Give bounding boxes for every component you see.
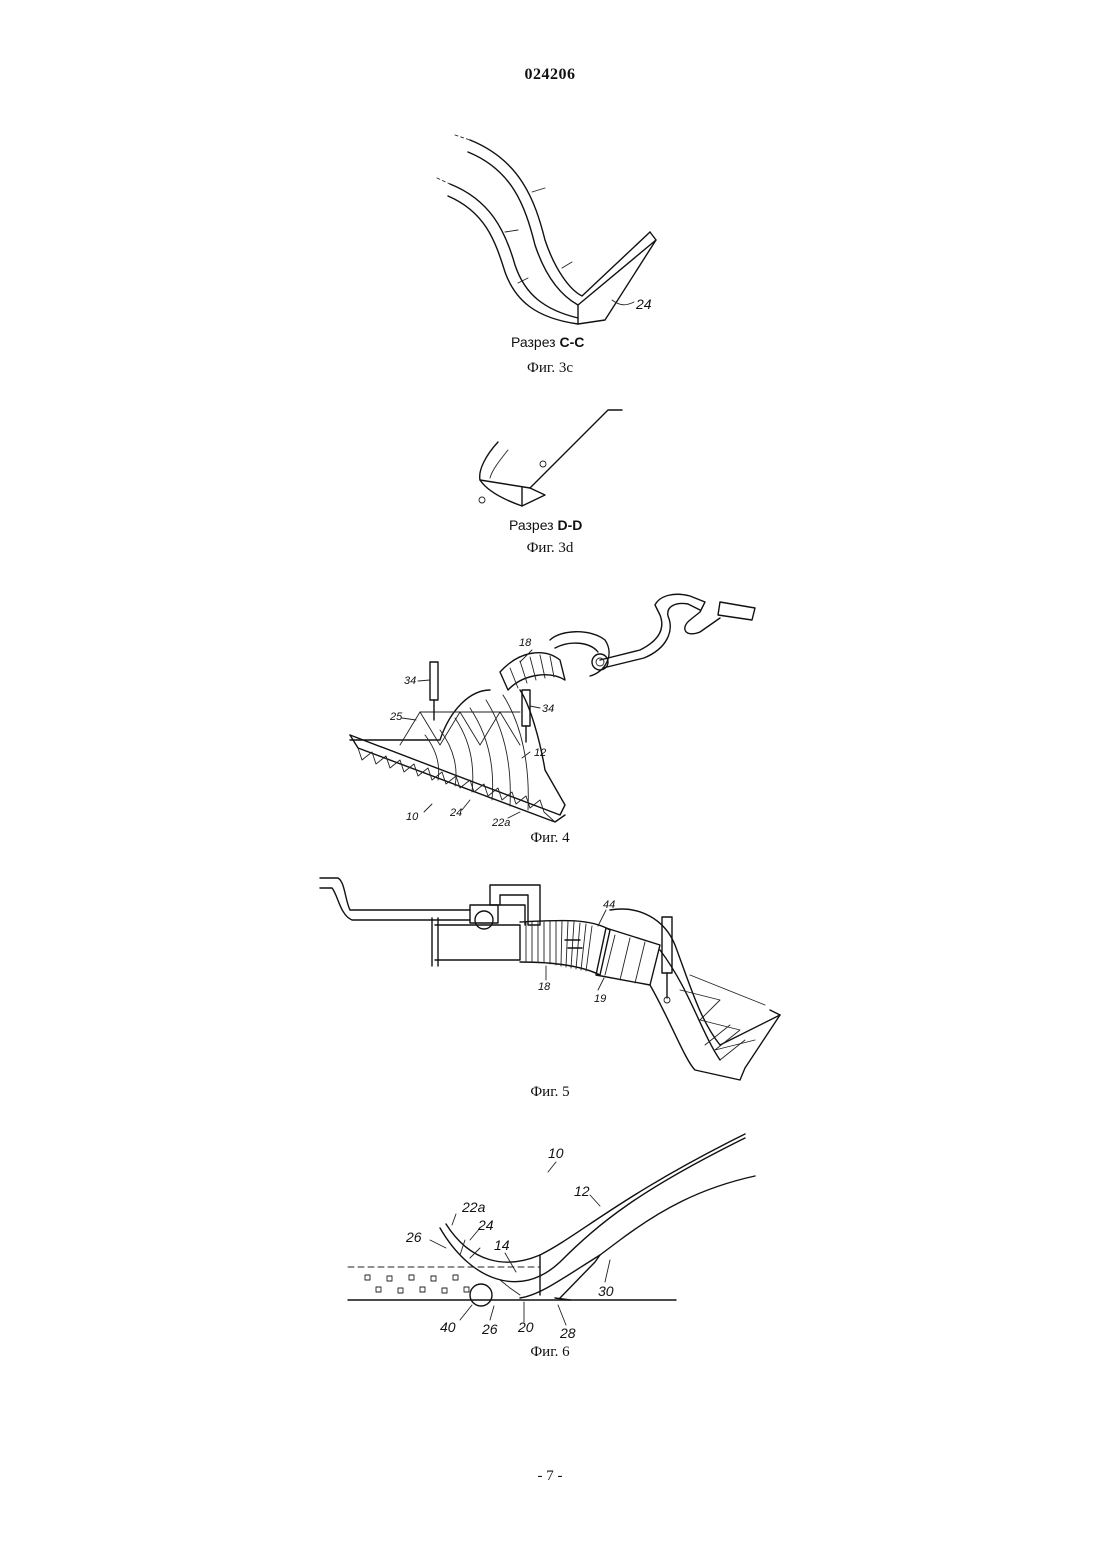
fig4-caption: Фиг. 4 <box>450 830 650 847</box>
fig6-ref-22a: 22a <box>461 1199 486 1215</box>
fig6-ref-14: 14 <box>494 1237 510 1253</box>
fig6-ref-30: 30 <box>598 1283 614 1299</box>
fig4-ref-12: 12 <box>534 747 546 759</box>
document-number: 024206 <box>0 66 1100 84</box>
fig6-ref-12: 12 <box>574 1183 590 1199</box>
fig6-ref-28: 28 <box>559 1325 576 1341</box>
fig4-ref-22a: 22a <box>491 817 510 829</box>
fig6-caption: Фиг. 6 <box>450 1344 650 1361</box>
page-number: - 7 - <box>0 1468 1100 1485</box>
fig4-ref-24: 24 <box>449 807 462 819</box>
fig5-ref-44: 44 <box>603 899 615 911</box>
fig5-ref-19: 19 <box>594 993 606 1005</box>
fig4-ref-34-left: 34 <box>404 675 416 687</box>
fig6-ref-40: 40 <box>440 1319 456 1335</box>
fig4-ref-34-right: 34 <box>542 703 554 715</box>
fig3d-section-label: Разрез D-D <box>509 517 582 533</box>
fig4-ref-25: 25 <box>389 711 403 723</box>
fig3c-ref-24: 24 <box>635 296 652 312</box>
fig3c-caption: Фиг. 3с <box>450 360 650 377</box>
fig3d-caption: Фиг. 3d <box>450 540 650 557</box>
fig4-ref-18: 18 <box>519 637 532 649</box>
fig6-ref-24: 24 <box>477 1217 494 1233</box>
fig5-caption: Фиг. 5 <box>450 1084 650 1101</box>
fig6-ref-10: 10 <box>548 1145 564 1161</box>
fig6-ref-26-top: 26 <box>405 1229 422 1245</box>
fig6-ref-26-bottom: 26 <box>481 1321 498 1337</box>
fig3c-section-label: Разрез C-C <box>511 334 584 350</box>
fig4-ref-10: 10 <box>406 811 419 823</box>
fig5-ref-18: 18 <box>538 981 551 993</box>
fig6-ref-20: 20 <box>517 1319 534 1335</box>
